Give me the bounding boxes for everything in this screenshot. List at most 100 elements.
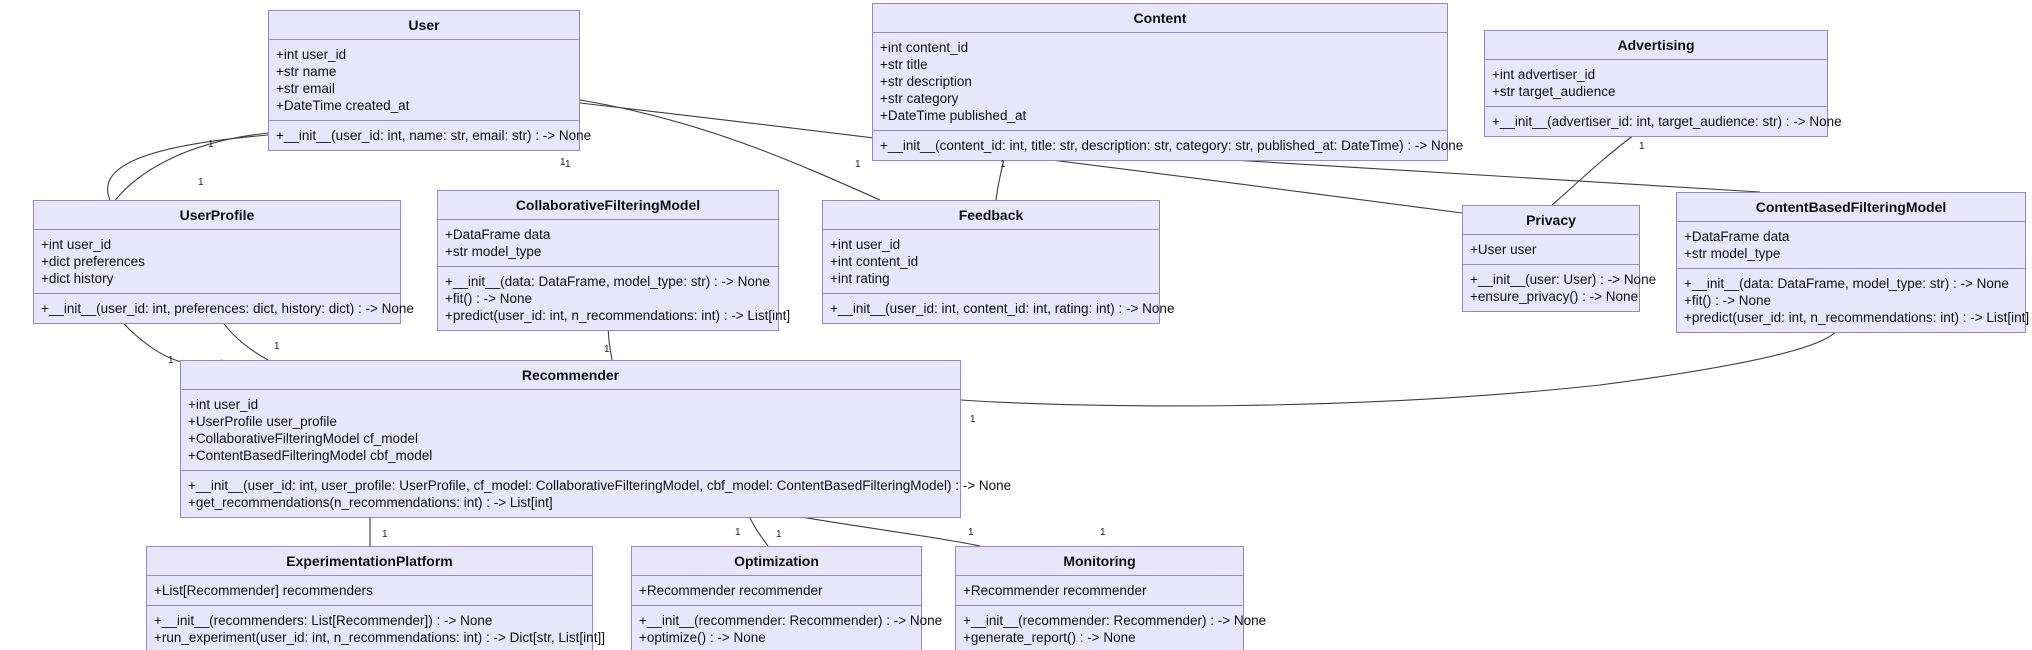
multiplicity-label: 1 [1639, 141, 1645, 152]
edge-user-feedback [579, 99, 881, 201]
uml-method: +__init__(recommenders: List[Recommender… [154, 613, 493, 628]
uml-attribute: +str category [880, 91, 959, 106]
uml-attribute: +str email [276, 81, 335, 96]
uml-attribute: +int user_id [41, 237, 112, 252]
uml-attributes-cbfmodel: +DataFrame data+str model_type [1677, 222, 2025, 269]
uml-class-title-cfmodel: CollaborativeFilteringModel [438, 191, 778, 220]
uml-class-cbfmodel[interactable]: ContentBasedFilteringModel+DataFrame dat… [1676, 192, 2030, 333]
uml-method: +__init__(user_id: int, name: str, email… [276, 128, 592, 143]
edge-advertising-privacy [1551, 131, 1639, 206]
multiplicity-label: 1 [855, 159, 861, 170]
uml-class-optimization[interactable]: Optimization+Recommender recommender+__i… [631, 546, 943, 650]
uml-class-monitoring[interactable]: Monitoring +Recommender recommender +__ini… [955, 546, 1267, 650]
uml-attribute: +UserProfile user_profile [188, 414, 337, 429]
uml-class-recommender[interactable]: Recommender +int user_id +UserProfile user… [180, 360, 1012, 518]
uml-attribute: +Recommender recommender [963, 583, 1147, 598]
uml-class-title-user: User [269, 11, 579, 40]
uml-method: +__init__(user_id: int, content_id: int,… [830, 301, 1175, 316]
uml-attribute: +ContentBasedFilteringModel cbf_model [188, 448, 433, 463]
uml-attribute: +int content_id [880, 40, 969, 55]
uml-attribute: +int user_id [830, 237, 901, 252]
uml-attribute: +str name [276, 64, 337, 79]
uml-method: +__init__(user_id: int, user_profile: Us… [188, 478, 1012, 493]
uml-attribute: +str target_audience [1492, 84, 1616, 99]
uml-method: +run_experiment(user_id: int, n_recommen… [154, 630, 605, 645]
uml-method: +__init__(data: DataFrame, model_type: s… [445, 274, 770, 289]
multiplicity-label: 1 [968, 527, 974, 538]
uml-methods-content: +__init__(content_id: int, title: str, d… [873, 131, 1464, 160]
uml-attributes-content: +int content_id +str title +str descriptio… [873, 33, 1447, 131]
multiplicity-label: 1 [168, 355, 174, 366]
uml-class-title-experimentation: ExperimentationPlatform [147, 547, 592, 576]
multiplicity-label: 1 [1100, 527, 1106, 538]
uml-attribute: +int content_id [830, 254, 919, 269]
uml-attributes-monitoring: +Recommender recommender [956, 576, 1243, 606]
uml-attributes-advertising: +int advertiser_id +str target_audience [1485, 60, 1827, 107]
uml-attributes-recommender: +int user_id +UserProfile user_profile +Co… [181, 390, 960, 471]
uml-class-content[interactable]: Content +int content_id +str title +str des… [872, 3, 1464, 161]
uml-methods-optimization: +__init__(recommender: Recommender) : ->… [632, 606, 943, 650]
uml-method: +__init__(user_id: int, preferences: dic… [41, 301, 414, 316]
uml-methods-user: +__init__(user_id: int, name: str, email… [269, 121, 592, 150]
multiplicity-label: 1 [560, 157, 566, 168]
uml-class-title-monitoring: Monitoring [956, 547, 1243, 576]
uml-attribute: +int user_id [188, 397, 259, 412]
uml-method: +__init__(recommender: Recommender) : ->… [963, 613, 1267, 628]
uml-attribute: +CollaborativeFilteringModel cf_model [188, 431, 418, 446]
multiplicity-label: 1 [382, 529, 388, 540]
uml-attribute: +Recommender recommender [639, 583, 823, 598]
uml-class-title-userprofile: UserProfile [34, 201, 400, 230]
uml-method: +__init__(content_id: int, title: str, d… [880, 138, 1464, 153]
uml-attribute: +dict preferences [41, 254, 145, 269]
uml-attribute: +User user [1470, 242, 1537, 257]
uml-method: +fit() : -> None [445, 291, 533, 306]
uml-attribute: +str description [880, 74, 972, 89]
uml-attributes-user: +int user_id +str name +str email +DateTime… [269, 40, 579, 121]
uml-class-userprofile[interactable]: UserProfile +int user_id +dict preferences… [33, 200, 414, 324]
uml-methods-recommender: +__init__(user_id: int, user_profile: Us… [181, 471, 1012, 517]
edge-cbfmodel-recommender [960, 324, 1839, 407]
uml-method: +get_recommendations(n_recommendations: … [188, 495, 553, 510]
uml-attribute: +int user_id [276, 47, 347, 62]
uml-attribute: +DataFrame data [445, 227, 551, 242]
uml-attribute: +DateTime created_at [276, 98, 410, 113]
multiplicity-label: 1 [735, 527, 741, 538]
uml-class-feedback[interactable]: Feedback+int user_id+int content_id+int … [822, 200, 1175, 324]
uml-class-title-cbfmodel: ContentBasedFilteringModel [1677, 193, 2025, 222]
uml-method: +generate_report() : -> None [963, 630, 1136, 645]
multiplicity-label: 1 [274, 341, 280, 352]
uml-class-title-privacy: Privacy [1463, 206, 1639, 235]
uml-class-cfmodel[interactable]: CollaborativeFilteringModel +DataFrame da… [437, 190, 790, 331]
uml-methods-advertising: +__init__(advertiser_id: int, target_aud… [1485, 107, 1842, 136]
uml-attributes-privacy: +User user [1463, 235, 1639, 265]
uml-class-title-feedback: Feedback [823, 201, 1159, 230]
uml-methods-feedback: +__init__(user_id: int, content_id: int,… [823, 294, 1175, 323]
multiplicity-label: 1 [776, 529, 782, 540]
uml-method: +predict(user_id: int, n_recommendations… [1684, 310, 2030, 325]
multiplicity-label: 1 [604, 344, 610, 355]
uml-method: +__init__(recommender: Recommender) : ->… [639, 613, 943, 628]
uml-attributes-userprofile: +int user_id +dict preferences +dict histo… [34, 230, 400, 294]
uml-attribute: +str model_type [1684, 246, 1781, 261]
edge-user-userprofile [107, 134, 269, 201]
uml-methods-cfmodel: +__init__(data: DataFrame, model_type: s… [438, 267, 790, 330]
uml-class-experimentation[interactable]: ExperimentationPlatform+List[Recommender… [146, 546, 605, 650]
uml-methods-privacy: +__init__(user: User) : -> None+ensure_p… [1463, 265, 1656, 311]
uml-attribute: +dict history [41, 271, 114, 286]
uml-class-privacy[interactable]: Privacy +User user +__init__(user: User) :… [1462, 205, 1656, 312]
uml-class-title-content: Content [873, 4, 1447, 33]
uml-method: +fit() : -> None [1684, 293, 1772, 308]
uml-class-title-recommender: Recommender [181, 361, 960, 390]
uml-attribute: +int advertiser_id [1492, 67, 1596, 82]
uml-methods-cbfmodel: +__init__(data: DataFrame, model_type: s… [1677, 269, 2030, 332]
uml-class-advertising[interactable]: Advertising+int advertiser_id+str target… [1484, 30, 1842, 137]
uml-attributes-experimentation: +List[Recommender] recommenders [147, 576, 592, 606]
uml-methods-monitoring: +__init__(recommender: Recommender) : ->… [956, 606, 1267, 650]
uml-methods-userprofile: +__init__(user_id: int, preferences: dic… [34, 294, 414, 323]
uml-attributes-optimization: +Recommender recommender [632, 576, 921, 606]
uml-method: +__init__(advertiser_id: int, target_aud… [1492, 114, 1842, 129]
uml-class-user[interactable]: User +int user_id +str name +str email +Date… [268, 10, 592, 151]
uml-attribute: +str title [880, 57, 928, 72]
uml-attribute: +DateTime published_at [880, 108, 1027, 123]
